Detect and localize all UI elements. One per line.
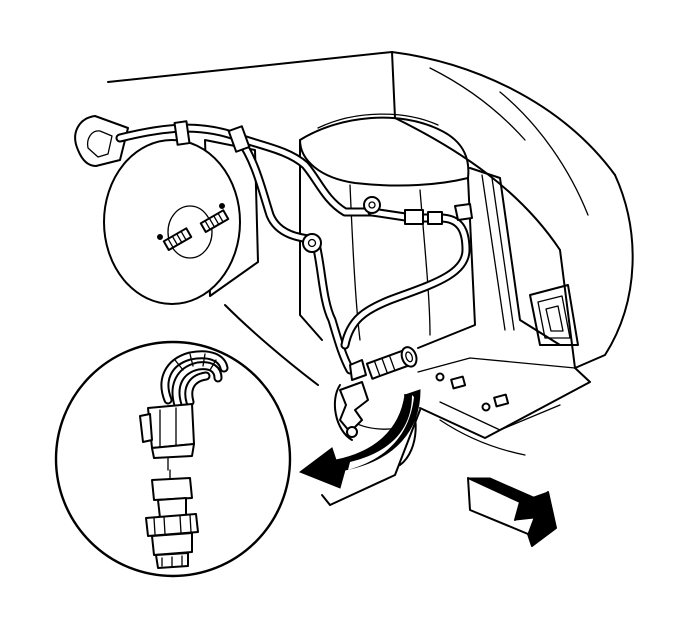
engine-compartment-outline — [107, 51, 634, 506]
wiring-connector — [139, 350, 229, 471]
pressure-switch-detail — [145, 469, 199, 569]
detail-inset — [54, 340, 292, 578]
pressure-switch — [339, 346, 418, 438]
ac-refrigerant-lines — [74, 115, 473, 375]
vehicle-front-direction-arrow — [467, 477, 557, 547]
removal-arrow — [298, 389, 421, 489]
brake-booster — [103, 139, 259, 305]
